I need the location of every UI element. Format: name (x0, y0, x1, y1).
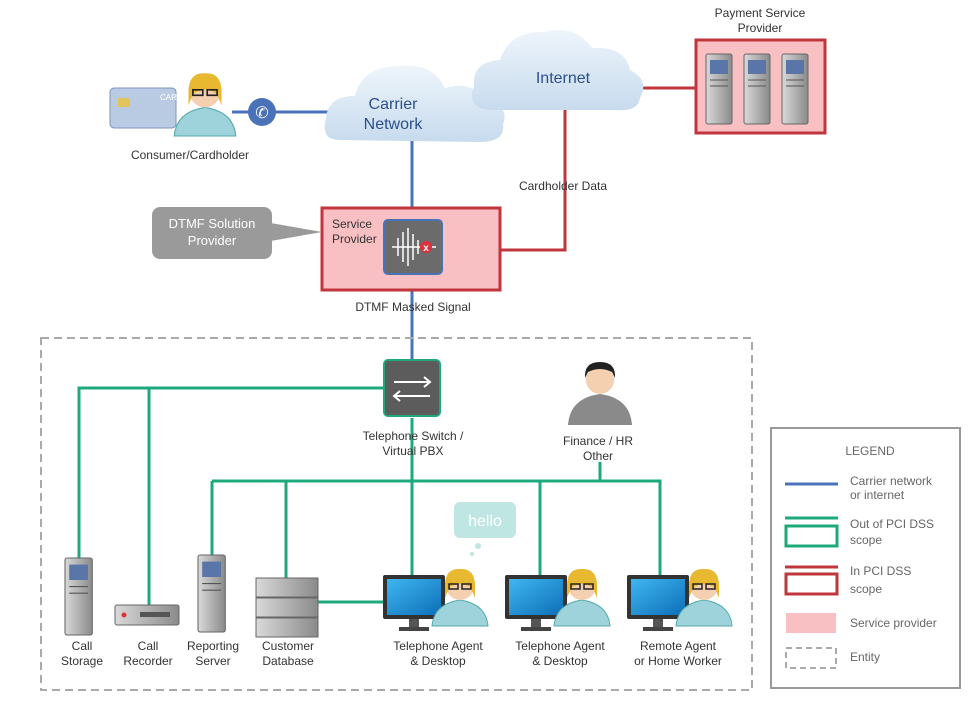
dtmf-masked-signal-label: DTMF Masked Signal (355, 300, 470, 314)
svg-text:Storage: Storage (61, 654, 103, 668)
call-recorder-icon (114, 604, 180, 626)
cardholder-data-label: Cardholder Data (519, 179, 607, 193)
svg-text:& Desktop: & Desktop (532, 654, 588, 668)
svg-text:Call: Call (72, 639, 93, 653)
svg-text:Telephone Switch /: Telephone Switch / (363, 429, 464, 443)
svg-text:Finance / HR: Finance / HR (563, 434, 633, 448)
svg-text:Provider: Provider (738, 21, 783, 35)
svg-text:Virtual PBX: Virtual PBX (382, 444, 443, 458)
dtmf-solution-provider-callout: DTMF Solution Provider (152, 207, 322, 259)
svg-text:DTMF Solution: DTMF Solution (169, 216, 256, 231)
remote-agent (627, 568, 733, 631)
payment-service-provider: Payment Service Provider (694, 6, 827, 135)
svg-text:Internet: Internet (536, 70, 591, 87)
svg-text:Provider: Provider (332, 232, 377, 246)
finance-hr-person: Finance / HR Other (563, 362, 633, 463)
svg-text:Carrier network: Carrier network (850, 474, 933, 488)
legend-in-scope-swatch (784, 572, 839, 596)
telephone-agent-2 (505, 568, 611, 631)
svg-text:✆: ✆ (255, 105, 268, 122)
svg-text:& Desktop: & Desktop (410, 654, 466, 668)
svg-text:CARD: CARD (160, 93, 183, 102)
svg-text:Reporting: Reporting (187, 639, 239, 653)
svg-text:or Home Worker: or Home Worker (634, 654, 722, 668)
svg-text:Telephone Agent: Telephone Agent (515, 639, 605, 653)
svg-text:Payment Service: Payment Service (715, 6, 806, 20)
telephone-agent-1 (383, 568, 489, 631)
legend-entity-swatch (785, 647, 837, 669)
legend-provider-swatch (786, 613, 836, 633)
call-storage-server-icon (64, 557, 93, 636)
customer-database-icon (255, 577, 319, 638)
svg-text:Out of PCI DSS: Out of PCI DSS (850, 517, 934, 531)
svg-text:In PCI DSS: In PCI DSS (850, 564, 911, 578)
svg-text:x: x (423, 243, 429, 254)
switch-icon (383, 359, 441, 417)
service-provider-box: Service Provider x (320, 206, 502, 292)
telephone-switch: Telephone Switch / Virtual PBX (363, 359, 464, 458)
reporting-server-icon (197, 554, 226, 633)
server-icon (705, 53, 733, 125)
svg-text:Consumer/Cardholder: Consumer/Cardholder (131, 148, 249, 162)
server-icon (743, 53, 771, 125)
consumer-cardholder: CARD ✆ Consumer/Cardholder (109, 72, 276, 162)
svg-text:hello: hello (468, 513, 502, 530)
svg-text:Telephone Agent: Telephone Agent (393, 639, 483, 653)
svg-text:Other: Other (583, 449, 613, 463)
svg-text:Database: Database (262, 654, 314, 668)
entity-boundary (40, 337, 753, 691)
svg-text:Provider: Provider (188, 233, 237, 248)
svg-text:Remote Agent: Remote Agent (640, 639, 717, 653)
svg-text:or internet: or internet (850, 488, 905, 502)
svg-text:LEGEND: LEGEND (845, 444, 895, 458)
carrier-network-cloud: Carrier Network (324, 65, 505, 142)
legend-out-scope-swatch (784, 524, 839, 548)
svg-text:Call: Call (138, 639, 159, 653)
svg-text:Server: Server (195, 654, 230, 668)
svg-text:Network: Network (364, 116, 424, 133)
svg-text:Service provider: Service provider (850, 616, 937, 630)
svg-text:Carrier: Carrier (369, 96, 419, 113)
svg-text:scope: scope (850, 533, 882, 547)
svg-text:Customer: Customer (262, 639, 314, 653)
out-of-scope-lines (77, 386, 662, 606)
person-icon (173, 72, 237, 137)
svg-text:Recorder: Recorder (123, 654, 172, 668)
internet-cloud: Internet (472, 30, 644, 111)
phone-icon (248, 98, 276, 126)
svg-text:Entity: Entity (850, 650, 880, 664)
svg-text:scope: scope (850, 582, 882, 596)
server-icon (781, 53, 809, 125)
svg-text:Service: Service (332, 217, 372, 231)
speech-bubble: hello (454, 502, 516, 556)
